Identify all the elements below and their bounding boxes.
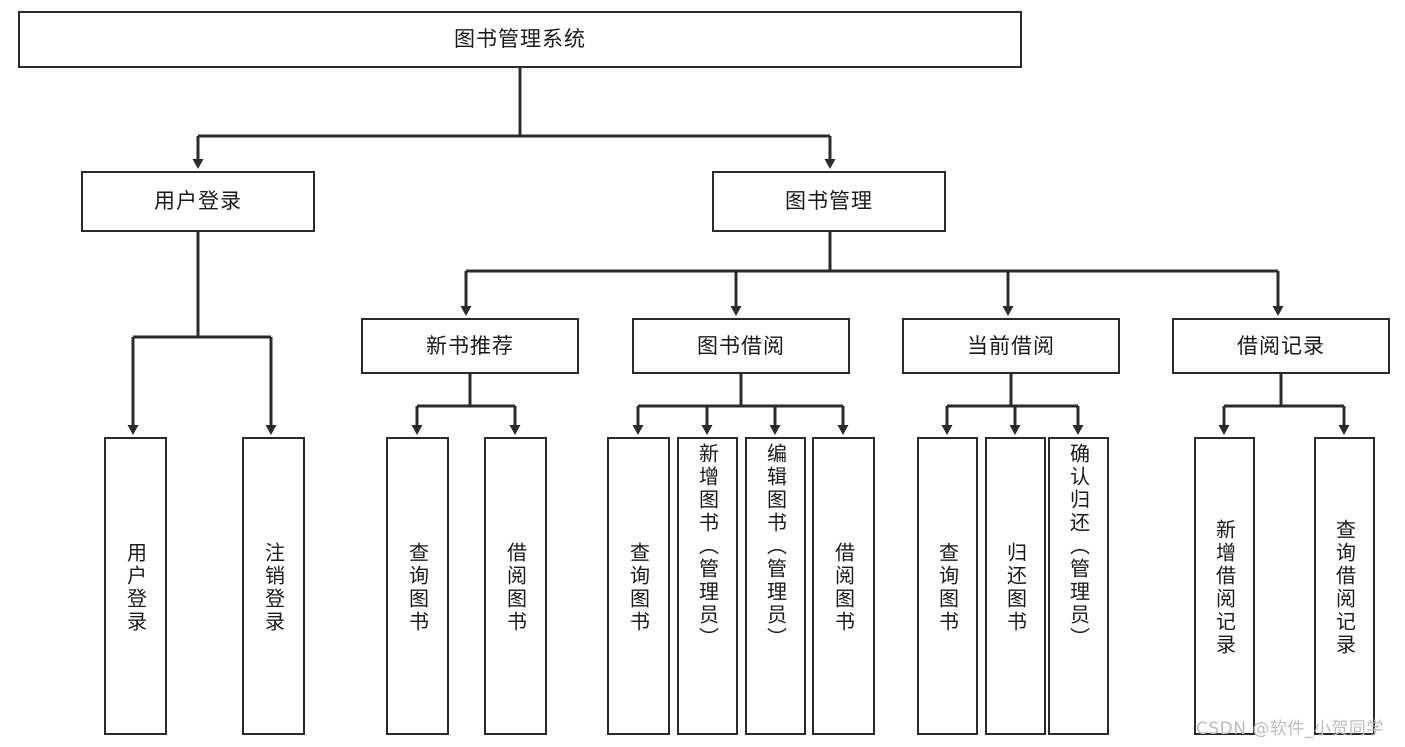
node-current-borrow[interactable]: 当前借阅 (902, 318, 1120, 374)
node-leaf-add-book[interactable]: 新增图书（管理员） (677, 437, 738, 735)
node-borrow-record-label: 借阅记录 (1237, 333, 1325, 358)
node-leaf-borrow-book-1-label: 借阅图书 (503, 542, 528, 634)
node-new-book-recommend[interactable]: 新书推荐 (361, 318, 579, 374)
node-leaf-user-login-label: 用户登录 (123, 542, 148, 634)
node-leaf-confirm-return[interactable]: 确认归还（管理员） (1048, 437, 1109, 735)
node-leaf-query-book-1[interactable]: 查询图书 (386, 437, 449, 735)
node-borrow-record[interactable]: 借阅记录 (1172, 318, 1390, 374)
node-book-borrow[interactable]: 图书借阅 (632, 318, 850, 374)
node-leaf-return-book-label: 归还图书 (1003, 542, 1028, 634)
node-leaf-edit-book-label: 编辑图书（管理员） (763, 443, 788, 650)
node-book-borrow-label: 图书借阅 (697, 333, 785, 358)
node-leaf-query-borrow-record-label: 查询借阅记录 (1332, 519, 1357, 657)
csdn-watermark: CSDN @软件_小贺同学 (1196, 719, 1384, 739)
node-leaf-query-book-3[interactable]: 查询图书 (917, 437, 978, 735)
node-user-login[interactable]: 用户登录 (81, 171, 315, 232)
node-leaf-user-login[interactable]: 用户登录 (104, 437, 167, 735)
node-leaf-logout-label: 注销登录 (261, 542, 286, 634)
node-book-management[interactable]: 图书管理 (712, 171, 946, 232)
node-leaf-confirm-return-label: 确认归还（管理员） (1066, 443, 1091, 650)
node-leaf-query-book-3-label: 查询图书 (935, 542, 960, 634)
node-leaf-query-book-1-label: 查询图书 (405, 542, 430, 634)
node-leaf-borrow-book-2-label: 借阅图书 (831, 542, 856, 634)
node-leaf-edit-book[interactable]: 编辑图书（管理员） (745, 437, 806, 735)
node-leaf-add-borrow-record-label: 新增借阅记录 (1212, 519, 1237, 657)
node-root[interactable]: 图书管理系统 (18, 11, 1022, 68)
node-leaf-add-borrow-record[interactable]: 新增借阅记录 (1194, 437, 1255, 735)
node-leaf-borrow-book-2[interactable]: 借阅图书 (812, 437, 875, 735)
node-root-label: 图书管理系统 (454, 27, 586, 51)
node-leaf-query-book-2-label: 查询图书 (626, 542, 651, 634)
node-user-login-label: 用户登录 (154, 189, 242, 213)
node-leaf-return-book[interactable]: 归还图书 (985, 437, 1046, 735)
node-book-management-label: 图书管理 (785, 189, 873, 213)
node-current-borrow-label: 当前借阅 (967, 333, 1055, 358)
node-leaf-borrow-book-1[interactable]: 借阅图书 (484, 437, 547, 735)
node-leaf-query-book-2[interactable]: 查询图书 (607, 437, 670, 735)
node-leaf-add-book-label: 新增图书（管理员） (695, 443, 720, 650)
node-leaf-query-borrow-record[interactable]: 查询借阅记录 (1314, 437, 1375, 735)
node-leaf-logout[interactable]: 注销登录 (242, 437, 305, 735)
node-new-book-recommend-label: 新书推荐 (426, 333, 514, 358)
